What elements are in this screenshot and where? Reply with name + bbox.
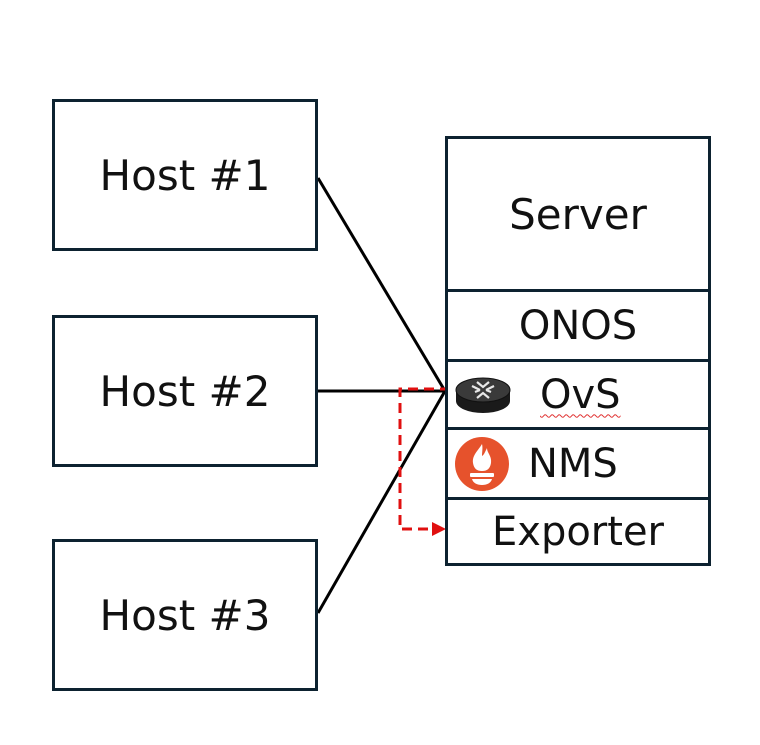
exporter-label: Exporter bbox=[492, 508, 664, 555]
exporter-cell: Exporter bbox=[448, 497, 708, 563]
mirror-link-dashed bbox=[398, 387, 450, 531]
router-icon bbox=[455, 377, 511, 413]
link-host3-ovs bbox=[316, 390, 447, 614]
host-2-label: Host #2 bbox=[99, 366, 271, 416]
host-1-box: Host #1 bbox=[52, 99, 318, 251]
mirror-link-arrowhead bbox=[432, 522, 446, 536]
nms-cell: NMS bbox=[448, 427, 708, 497]
link-host1-ovs bbox=[316, 177, 447, 392]
ovs-cell: OvS bbox=[448, 359, 708, 427]
server-title-cell: Server bbox=[448, 139, 708, 289]
onos-cell: ONOS bbox=[448, 289, 708, 359]
server-box: Server ONOS OvS NMS Exporter bbox=[445, 136, 711, 566]
host-3-label: Host #3 bbox=[99, 590, 271, 640]
server-title: Server bbox=[509, 189, 647, 239]
onos-label: ONOS bbox=[518, 302, 638, 349]
ovs-label: OvS bbox=[540, 371, 621, 418]
host-3-box: Host #3 bbox=[52, 539, 318, 691]
nms-label: NMS bbox=[528, 440, 618, 487]
prometheus-icon bbox=[455, 437, 509, 491]
host-1-label: Host #1 bbox=[99, 150, 271, 200]
host-2-box: Host #2 bbox=[52, 315, 318, 467]
